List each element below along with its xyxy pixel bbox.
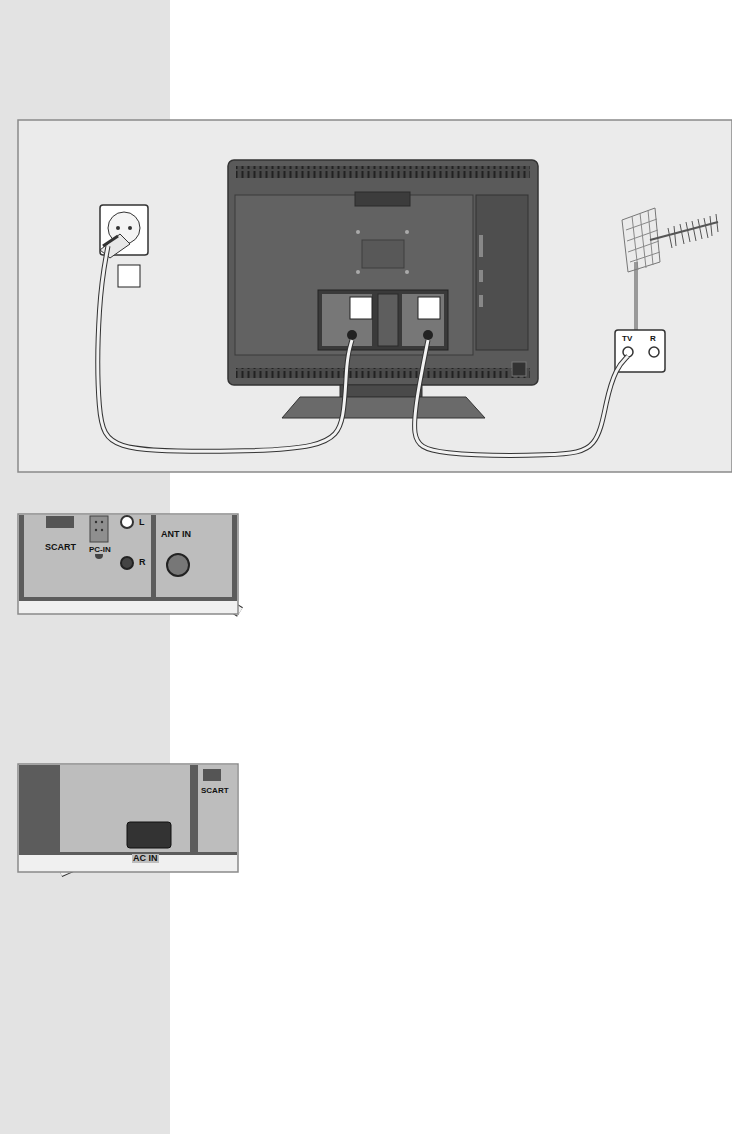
tv-jack: [623, 347, 633, 357]
socket-label: TV: [621, 335, 633, 343]
port-label: ANT IN: [160, 530, 192, 539]
port-label: SCART: [200, 787, 230, 795]
inset-power: [18, 764, 238, 872]
cable-core: [415, 340, 628, 455]
radio-jack: [649, 347, 659, 357]
port-label: AC IN: [132, 854, 159, 863]
cable: [415, 340, 628, 455]
cable-outline: [98, 246, 352, 451]
port-label: L: [138, 518, 146, 527]
cable-core: [98, 246, 352, 451]
antenna: [622, 208, 718, 330]
port-label: PC-IN: [88, 546, 112, 554]
inset-antenna: [18, 514, 238, 614]
port-label: R: [138, 558, 147, 567]
socket-label: R: [649, 335, 657, 343]
main-frame: [18, 120, 732, 472]
cable: [98, 246, 352, 451]
port-label: SCART: [44, 543, 77, 552]
tv-back: [228, 160, 538, 418]
cable-outline: [415, 340, 628, 455]
